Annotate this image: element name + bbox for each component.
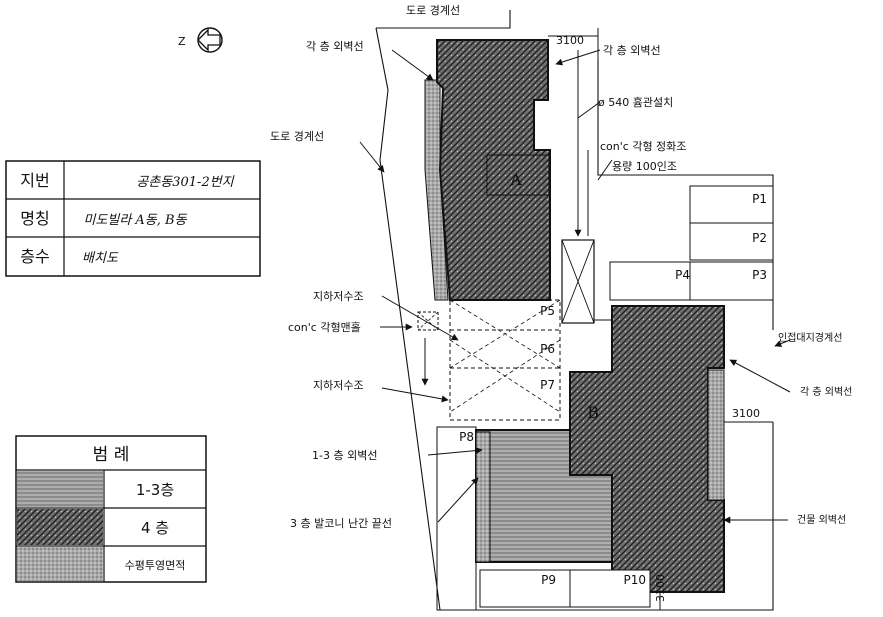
dim-bottom: 3100	[654, 574, 667, 602]
info-value-floors: 배치도	[82, 251, 119, 266]
label-hume-pipe: ø 540 흄관설치	[598, 95, 673, 109]
parking-p10: P10	[623, 573, 646, 587]
building-b: B	[475, 305, 725, 593]
label-road-boundary-left: 도로 경계선	[270, 130, 324, 143]
building-a: A	[424, 39, 551, 301]
leader-lines	[359, 49, 791, 524]
compass-letter: Z	[178, 35, 186, 48]
info-key-lot: 지번	[20, 171, 49, 190]
parking-p2: P2	[752, 231, 767, 245]
building-b-label: B	[587, 403, 599, 422]
label-septic-tank: con'c 각형 정화조	[600, 140, 686, 153]
parking-p7: P7	[540, 378, 555, 392]
label-septic-capacity: 용량 100인조	[612, 160, 677, 173]
legend-label-projection: 수평투영면적	[125, 559, 186, 572]
legend-label-4-floor: 4 층	[141, 519, 169, 537]
parking-p3: P3	[752, 268, 767, 282]
north-arrow-icon: Z	[178, 27, 223, 53]
label-each-floor-wall-left: 각 층 외벽선	[306, 40, 364, 53]
parking-p1: P1	[752, 192, 767, 206]
info-value-name: 미도빌라 A동, B동	[83, 213, 187, 228]
legend-swatch-projection	[17, 547, 103, 581]
parking-p4: P4	[675, 268, 690, 282]
label-water-tank-2: 지하저수조	[313, 378, 364, 392]
dimension-lines	[548, 28, 773, 610]
legend-swatch-4-floor	[17, 509, 103, 545]
septic-tank	[561, 50, 612, 324]
legend-title: 범 례	[93, 445, 130, 465]
legend-swatch-1-3-floor	[17, 471, 103, 507]
label-adjacent-boundary: 인접대지경계선	[778, 331, 842, 344]
info-key-floors: 층수	[20, 247, 49, 266]
info-table: 지번 공촌동301-2번지 명칭 미도빌라 A동, B동 층수 배치도	[5, 160, 261, 277]
label-each-floor-wall-b: 각 층 외벽선	[800, 386, 852, 398]
label-manhole: con'c 각형맨홀	[288, 321, 361, 334]
parking-p5: P5	[540, 304, 555, 318]
parking-p9: P9	[541, 573, 556, 587]
info-key-name: 명칭	[20, 209, 49, 228]
building-a-label: A	[509, 170, 522, 189]
label-each-floor-wall-right: 각 층 외벽선	[603, 44, 661, 57]
parking-stalls: P1 P2 P4 P3 P5 P6 P7 P8 P9 P10	[436, 185, 774, 611]
legend: 범 례 1-3층 4 층 수평투영면적	[15, 435, 207, 583]
label-building-wall: 건물 외벽선	[797, 514, 846, 526]
label-floor-1-3-wall: 1-3 층 외벽선	[312, 449, 377, 462]
label-water-tank-1: 지하저수조	[313, 289, 364, 303]
dim-top: 3100	[556, 34, 584, 47]
parking-p6: P6	[540, 342, 555, 356]
info-value-lot: 공촌동301-2번지	[136, 175, 234, 190]
label-road-boundary-top: 도로 경계선	[406, 4, 460, 17]
legend-label-1-3-floor: 1-3층	[136, 481, 174, 499]
dim-right: 3100	[732, 407, 760, 420]
label-balcony-line: 3 층 발코니 난간 끝선	[290, 517, 392, 530]
parking-p8: P8	[459, 430, 474, 444]
